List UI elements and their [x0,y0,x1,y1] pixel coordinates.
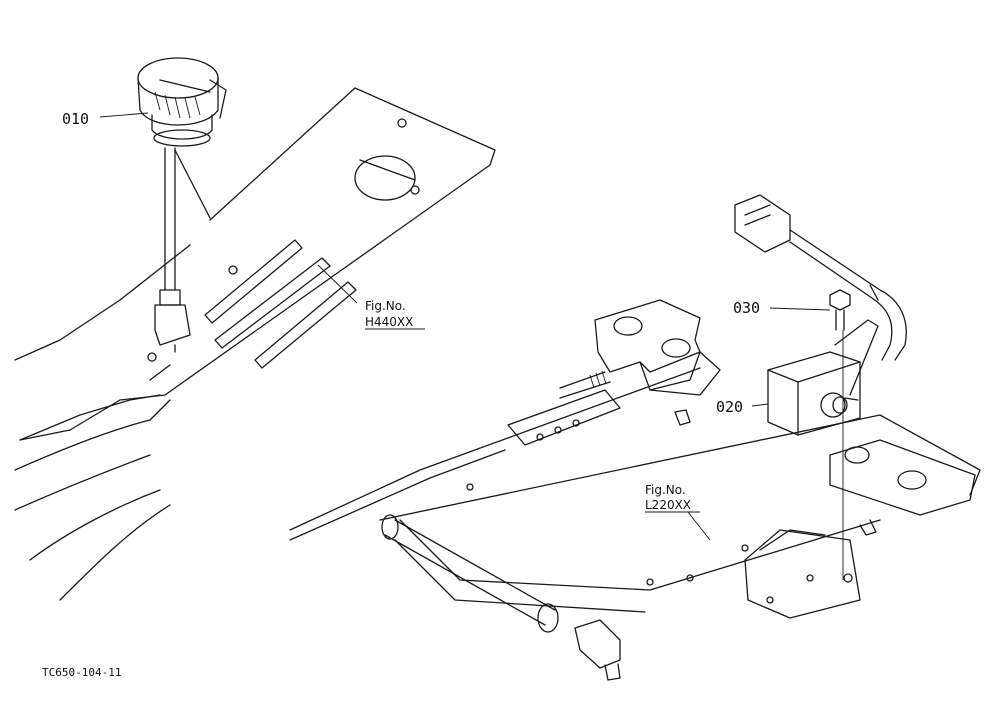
switch-020-drawing [734,194,907,580]
leader-l220 [687,511,711,541]
fig-ref-label-2: Fig.No. [645,483,686,497]
part-label-030: 030 [733,299,760,317]
fig-ref-number-2: L220XX [645,498,691,512]
switch-010-drawing [137,57,227,353]
leader-030 [769,307,831,311]
seat-frame [289,299,981,681]
floor-panel [14,87,496,601]
drawing-code: TC650-104-11 [42,666,121,679]
leader-010 [99,112,149,118]
fig-ref-number-1: H440XX [365,315,413,329]
part-label-010: 010 [62,110,89,128]
leader-020 [751,403,769,407]
fig-ref-label-1: Fig.No. [365,299,406,313]
part-label-020: 020 [716,398,743,416]
leader-h440 [317,264,358,304]
